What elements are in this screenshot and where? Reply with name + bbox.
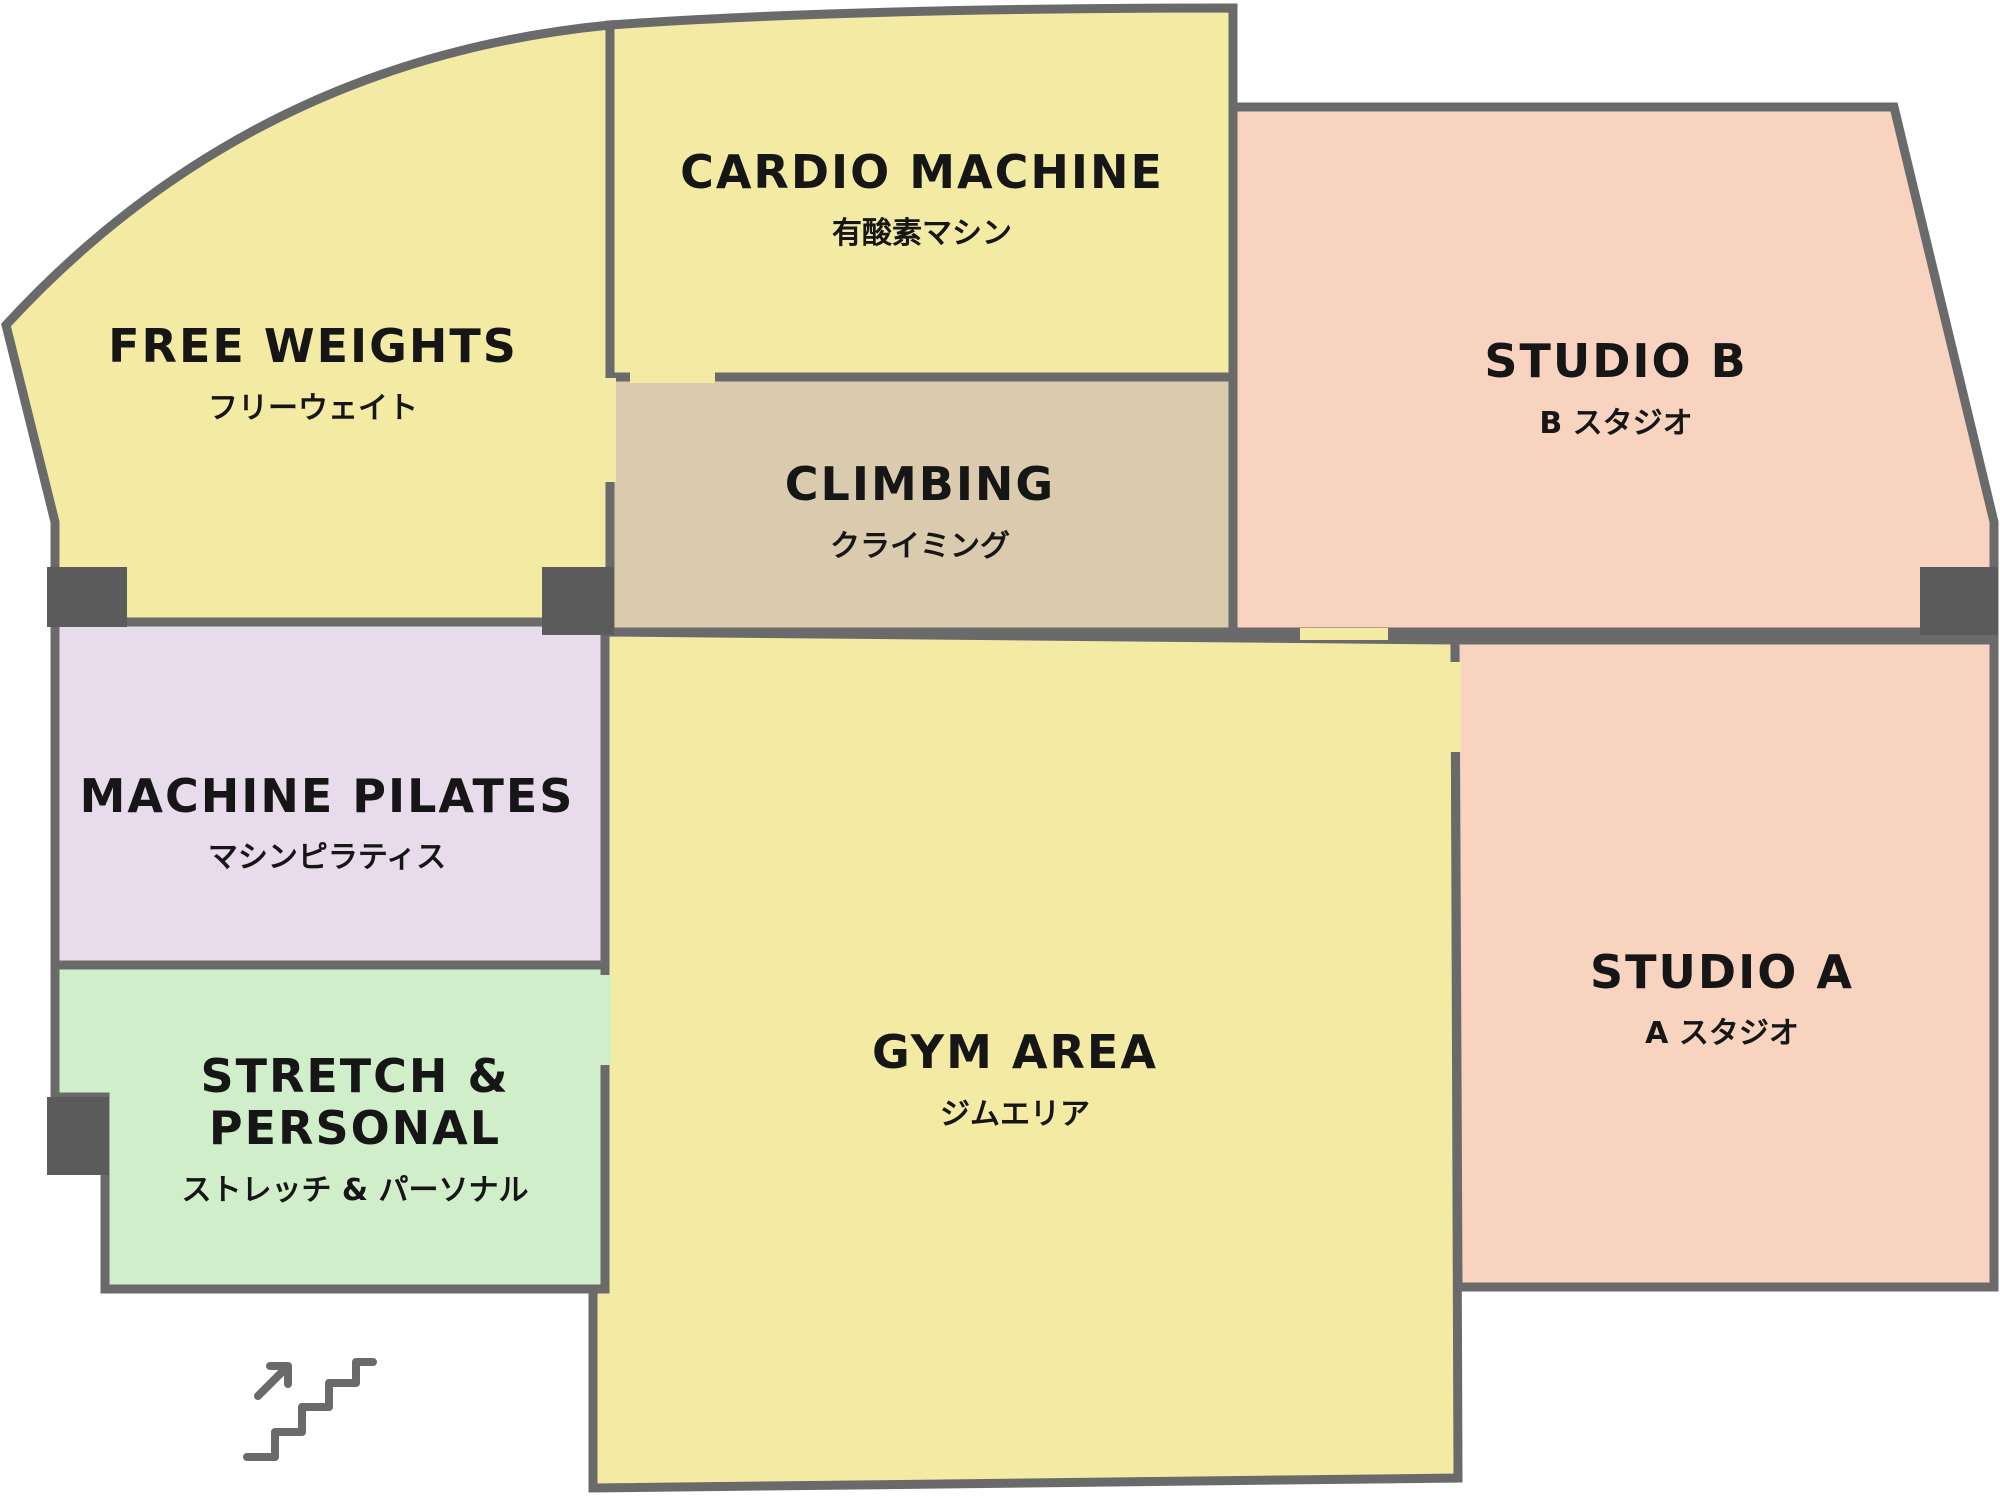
room-machine-pilates[interactable]	[50, 617, 610, 970]
stairs-steps	[243, 1358, 377, 1461]
machine-pilates-label: MACHINE PILATES	[80, 769, 575, 823]
studio-a-label: STUDIO A	[1590, 945, 1854, 999]
cardio-machine-label-jp: 有酸素マシン	[832, 216, 1012, 251]
stairs-arrow-shaft	[254, 1364, 290, 1400]
room-studio-a-shape[interactable]	[1450, 635, 1999, 1292]
gym-area-label-jp: ジムエリア	[940, 1097, 1090, 1132]
studio-b-label-jp: B スタジオ	[1539, 406, 1692, 441]
room-cardio-machine-shape[interactable]	[605, 3, 1238, 382]
pillar	[1920, 567, 1998, 635]
studio-a-label-jp: A スタジオ	[1645, 1016, 1799, 1051]
cardio-machine-label: CARDIO MACHINE	[680, 145, 1164, 199]
gym-area-label: GYM AREA	[872, 1025, 1158, 1079]
stretch-personal-label-jp: ストレッチ & パーソナル	[181, 1173, 528, 1208]
room-machine-pilates-shape[interactable]	[50, 617, 610, 970]
pillar	[47, 567, 127, 627]
climbing-label: CLIMBING	[785, 457, 1055, 511]
room-studio-a[interactable]	[1450, 635, 1999, 1292]
stretch-personal-label-line1: STRETCH &	[200, 1049, 509, 1103]
room-free-weights[interactable]	[1, 20, 615, 627]
free-weights-label-jp: フリーウェイト	[208, 391, 418, 426]
stairs-up-icon[interactable]	[243, 1358, 377, 1461]
room-climbing-shape[interactable]	[605, 372, 1238, 637]
pillar	[47, 1097, 109, 1175]
stretch-personal-label-line2: PERSONAL	[209, 1101, 501, 1155]
climbing-label-jp: クライミング	[830, 529, 1010, 564]
machine-pilates-label-jp: マシンピラティス	[208, 840, 446, 875]
studio-b-label: STUDIO B	[1484, 334, 1747, 388]
room-climbing[interactable]	[605, 372, 1238, 637]
room-free-weights-shape[interactable]	[1, 20, 615, 627]
free-weights-label: FREE WEIGHTS	[108, 319, 518, 373]
stairs-arrow-head	[266, 1362, 292, 1388]
pillar	[542, 567, 614, 635]
room-cardio-machine[interactable]	[605, 3, 1238, 382]
